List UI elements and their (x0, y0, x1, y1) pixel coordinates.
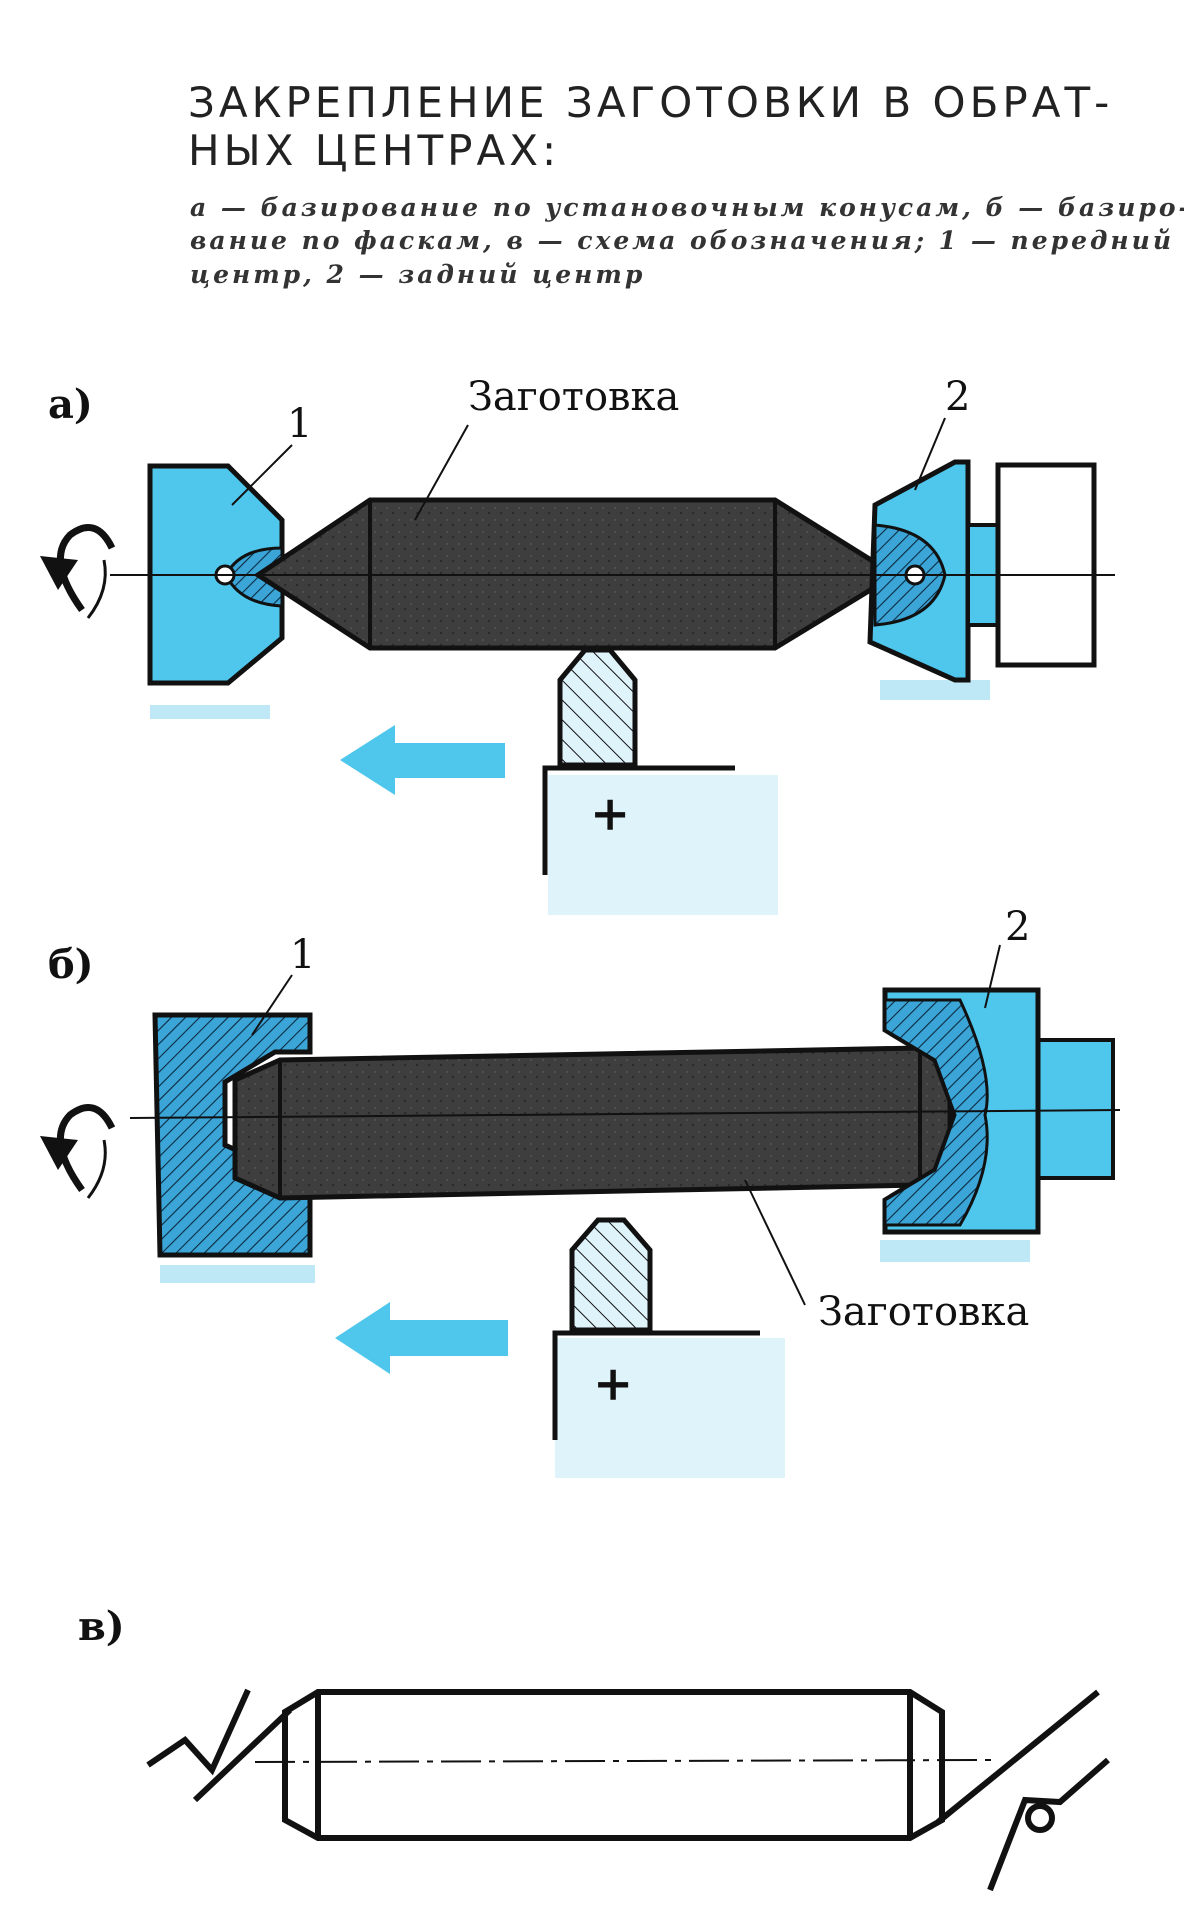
caption-line-3: центр, 2 — задний центр (190, 260, 646, 289)
panel-a: а) (40, 374, 1115, 915)
shaft-schematic (282, 1689, 945, 1841)
front-center-symbol-icon (146, 1688, 293, 1803)
rear-center-num-b: 2 (1005, 904, 1030, 950)
caption-line-2: вание по фаскам, в — схема обозначения; … (190, 226, 1174, 255)
panel-a-label: а) (48, 381, 93, 428)
front-center-a (147, 463, 285, 719)
tool-sign-a: + (590, 786, 630, 842)
panel-v-label: в) (78, 1603, 125, 1650)
rotation-arrow-icon (40, 1103, 116, 1199)
front-center-num-b: 1 (290, 932, 315, 978)
panel-b: б) + (40, 904, 1121, 1478)
workpiece-label-b: Заготовка (818, 1289, 1029, 1335)
front-center-num-a: 1 (287, 401, 312, 447)
rear-center-symbol-icon (936, 1689, 1110, 1892)
shaft-axis (254, 1759, 996, 1763)
panel-b-label: б) (48, 941, 94, 988)
rotation-arrow-icon (40, 523, 116, 619)
workpiece-label-a: Заготовка (468, 374, 679, 420)
workpiece-b (232, 1045, 953, 1201)
cutting-tool-b: + (552, 1217, 785, 1478)
cutting-tool-a: + (542, 647, 778, 915)
panel-v: в) (78, 1603, 1110, 1892)
figure-title-line-1: ЗАКРЕПЛЕНИЕ ЗАГОТОВКИ В ОБРАТ- (188, 78, 1114, 127)
figure-title-line-2: НЫХ ЦЕНТРАХ: (188, 126, 561, 175)
rear-center-a (867, 459, 1097, 700)
feed-arrow-a-icon (340, 725, 505, 795)
rear-center-num-a: 2 (945, 374, 970, 420)
feed-arrow-b-icon (335, 1302, 508, 1374)
tool-sign-b: + (593, 1356, 633, 1412)
caption-line-1: а — базирование по установочным конусам,… (190, 193, 1184, 222)
